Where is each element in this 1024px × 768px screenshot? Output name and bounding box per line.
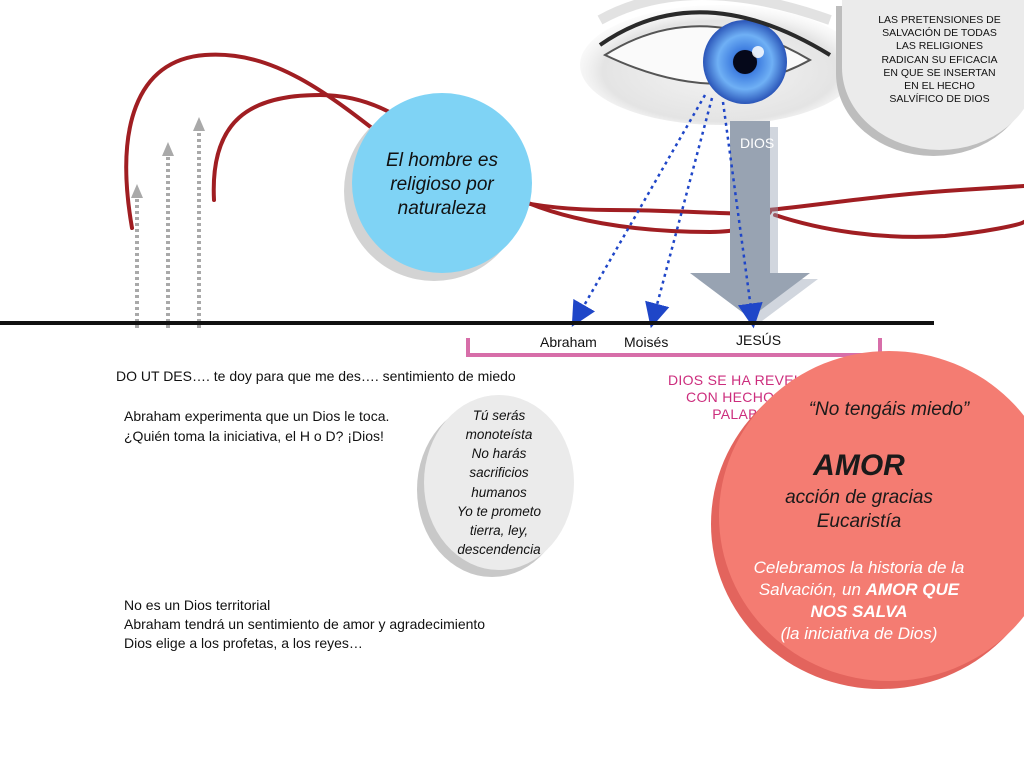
covenant-line-2: monoteísta: [465, 426, 533, 442]
salvation-claim-circle: LAS PRETENSIONES DE SALVACIÓN DE TODAS L…: [842, 0, 1024, 150]
salvation-line-6: EN EL HECHO: [904, 80, 975, 93]
revelation-line-1: DIOS SE HA REVEL: [668, 372, 802, 388]
salvation-line-7: SALVÍFICO DE DIOS: [889, 93, 990, 106]
jesus-label: JESÚS: [736, 332, 782, 348]
religious-nature-circle: El hombre es religioso por naturaleza: [352, 93, 532, 273]
prophets-line: Dios elige a los profetas, a los reyes…: [124, 635, 363, 651]
salvation-line-2: SALVACIÓN DE TODAS: [882, 27, 997, 40]
religious-line-2: religioso por: [390, 174, 494, 195]
covenant-line-6: Yo te prometo: [456, 503, 542, 519]
up-arrow-icon: [131, 117, 205, 328]
eye-icon: [580, 0, 860, 125]
love-gratitude-line: Abraham tendrá un sentimiento de amor y …: [124, 616, 486, 632]
salvation-line-3: LAS RELIGIONES: [896, 40, 983, 53]
covenant-line-4: sacrificios: [469, 465, 529, 481]
salvation-line-1: LAS PRETENSIONES DE: [878, 14, 1001, 26]
abraham-label: Abraham: [540, 334, 597, 350]
moises-label: Moisés: [624, 334, 669, 350]
revelation-line-3: PALAB: [712, 406, 758, 422]
covenant-line-8: descendencia: [457, 542, 541, 558]
do-ut-des-text: DO UT DES…. te doy para que me des…. sen…: [116, 368, 516, 384]
covenant-line-7: tierra, ley,: [469, 522, 529, 538]
dotted-arrow-icon: [571, 94, 763, 329]
celebrate-line-4: (la iniciativa de Dios): [780, 624, 938, 643]
amor-heading: AMOR: [813, 449, 905, 482]
eucharist-line: Eucaristía: [816, 511, 902, 532]
no-fear-quote: “No tengáis miedo”: [808, 399, 970, 420]
love-circle: “No tengáis miedo” AMOR acción de gracia…: [719, 351, 1024, 681]
salvation-line-4: RADICAN SU EFICACIA: [881, 53, 998, 66]
revelation-line-2: CON HECHOS: [686, 389, 784, 405]
covenant-line-5: humanos: [471, 484, 527, 500]
celebrate-line-1: Celebramos la historia de la: [753, 558, 965, 577]
dios-label: DIOS: [740, 135, 775, 151]
salvation-line-5: EN QUE SE INSERTAN: [883, 66, 996, 79]
dios-down-arrow-icon: [690, 121, 818, 324]
religious-line-3: naturaleza: [397, 198, 487, 219]
revelation-text: DIOS SE HA REVEL CON HECHOS PALAB: [630, 372, 840, 423]
thanksgiving-line: acción de gracias: [785, 487, 933, 508]
religious-line-1: El hombre es: [386, 150, 498, 171]
abraham-experience-line: Abraham experimenta que un Dios le toca.: [124, 408, 390, 424]
covenant-line-1: Tú serás: [472, 407, 526, 423]
pink-bracket: [466, 338, 882, 357]
territorial-line: No es un Dios territorial: [124, 597, 271, 613]
covenant-line-3: No harás: [471, 446, 527, 462]
celebrate-line-3: NOS SALVA: [810, 602, 908, 621]
celebrate-line-2-plain: Salvación, un: [758, 580, 866, 599]
initiative-question-line: ¿Quién toma la iniciativa, el H o D? ¡Di…: [124, 428, 384, 444]
celebrate-line-2: Salvación, un AMOR QUE: [689, 580, 1024, 600]
celebrate-line-2-bold: AMOR QUE: [865, 580, 960, 599]
covenant-circle: Tú serás monoteísta No harás sacrificios…: [424, 395, 574, 570]
